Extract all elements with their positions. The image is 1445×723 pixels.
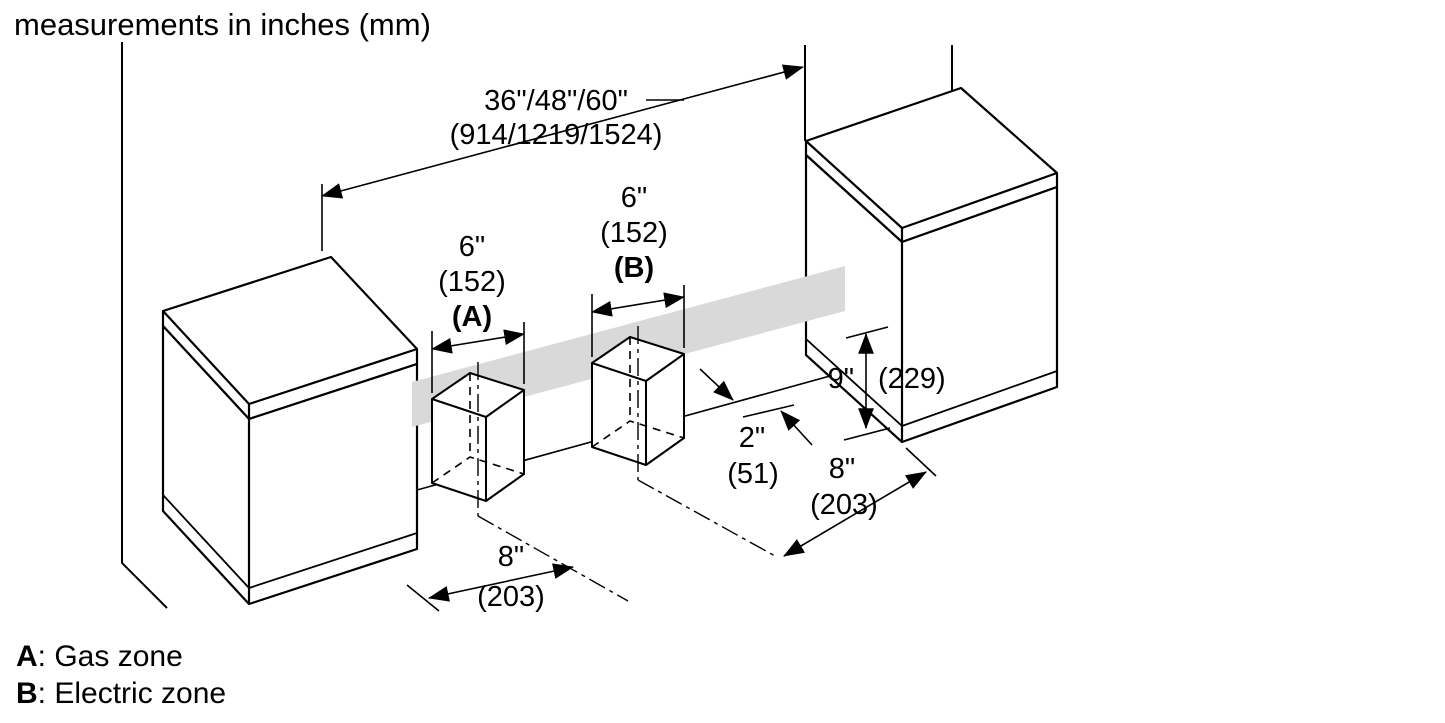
dim-zone-b <box>590 285 686 357</box>
dim-left-offset-ext <box>406 584 440 612</box>
dim-depth <box>843 326 891 441</box>
electric-zone-box-hidden-edges <box>591 337 685 448</box>
dim-gap-measured-line <box>742 404 795 418</box>
gas-zone-box <box>431 362 629 602</box>
dim-zone-a <box>430 322 526 393</box>
diagram-title: measurements in inches (mm) <box>14 7 431 42</box>
dim-right-offset-ext <box>905 447 937 477</box>
left-cabinet <box>161 255 419 606</box>
dim-span-mm: (914/1219/1524) <box>450 119 663 151</box>
dim-left-offset-mm: (203) <box>477 581 545 613</box>
dim-right-offset-arrow-line <box>783 471 927 557</box>
left-cabinet-kick-plate-line <box>162 494 418 589</box>
dim-zone-a-mm: (152) <box>438 266 506 298</box>
zone-b-tag: (B) <box>614 252 654 284</box>
dim-left-offset-arrow-line <box>427 563 575 602</box>
gas-zone-box-hidden-edges <box>431 373 525 484</box>
dim-right-offset-inches: 8" <box>829 453 855 485</box>
legend-item-gas-zone: A: Gas zone <box>16 638 226 675</box>
dim-depth-inches: 9" <box>828 363 854 395</box>
dim-gap-arrow-lower <box>780 410 813 446</box>
dim-zone-a-inches: 6" <box>459 231 485 263</box>
legend-label-b: : Electric zone <box>37 677 227 710</box>
electric-zone-floor-center-line <box>637 479 776 557</box>
legend-key-a: A <box>16 640 38 673</box>
dim-zone-b-inches: 6" <box>621 182 647 214</box>
legend-label-a: : Gas zone <box>37 640 183 673</box>
dim-left-offset-inches: 8" <box>498 541 524 573</box>
dim-left-offset <box>406 563 575 612</box>
dim-depth-mm: (229) <box>878 363 946 395</box>
dim-depth-tick-bottom <box>843 427 891 441</box>
gas-zone-box-front-edges <box>431 389 525 501</box>
dim-gap-inches: 2" <box>739 422 765 454</box>
dim-zone-a-arrow-line <box>430 329 526 354</box>
legend: A: Gas zone B: Electric zone <box>16 638 226 712</box>
legend-item-electric-zone: B: Electric zone <box>16 675 226 712</box>
legend-key-b: B <box>16 677 38 710</box>
dim-gap-mm: (51) <box>727 458 779 490</box>
dim-right-offset-mm: (203) <box>810 489 878 521</box>
dim-right-offset <box>783 447 937 557</box>
dim-zone-b-mm: (152) <box>600 217 668 249</box>
zone-a-tag: (A) <box>452 301 492 333</box>
gas-zone-floor-center-line <box>477 515 629 602</box>
dim-span <box>320 64 805 251</box>
dim-gap <box>699 368 813 446</box>
dim-zone-b-arrow-line <box>590 292 686 317</box>
dim-gap-arrow-upper <box>699 368 734 401</box>
electric-zone-box <box>591 326 776 557</box>
right-cabinet-kick-plate-line <box>805 338 1058 427</box>
dim-span-arrow-line <box>320 64 805 199</box>
dim-depth-tick-top <box>845 326 889 339</box>
dim-span-inches: 36"/48"/60" <box>484 85 628 117</box>
left-cabinet-countertop-edges <box>162 310 418 419</box>
right-cabinet-countertop-edges <box>805 140 1058 242</box>
left-wall-line <box>121 42 168 609</box>
electric-zone-box-front-edges <box>591 353 685 465</box>
